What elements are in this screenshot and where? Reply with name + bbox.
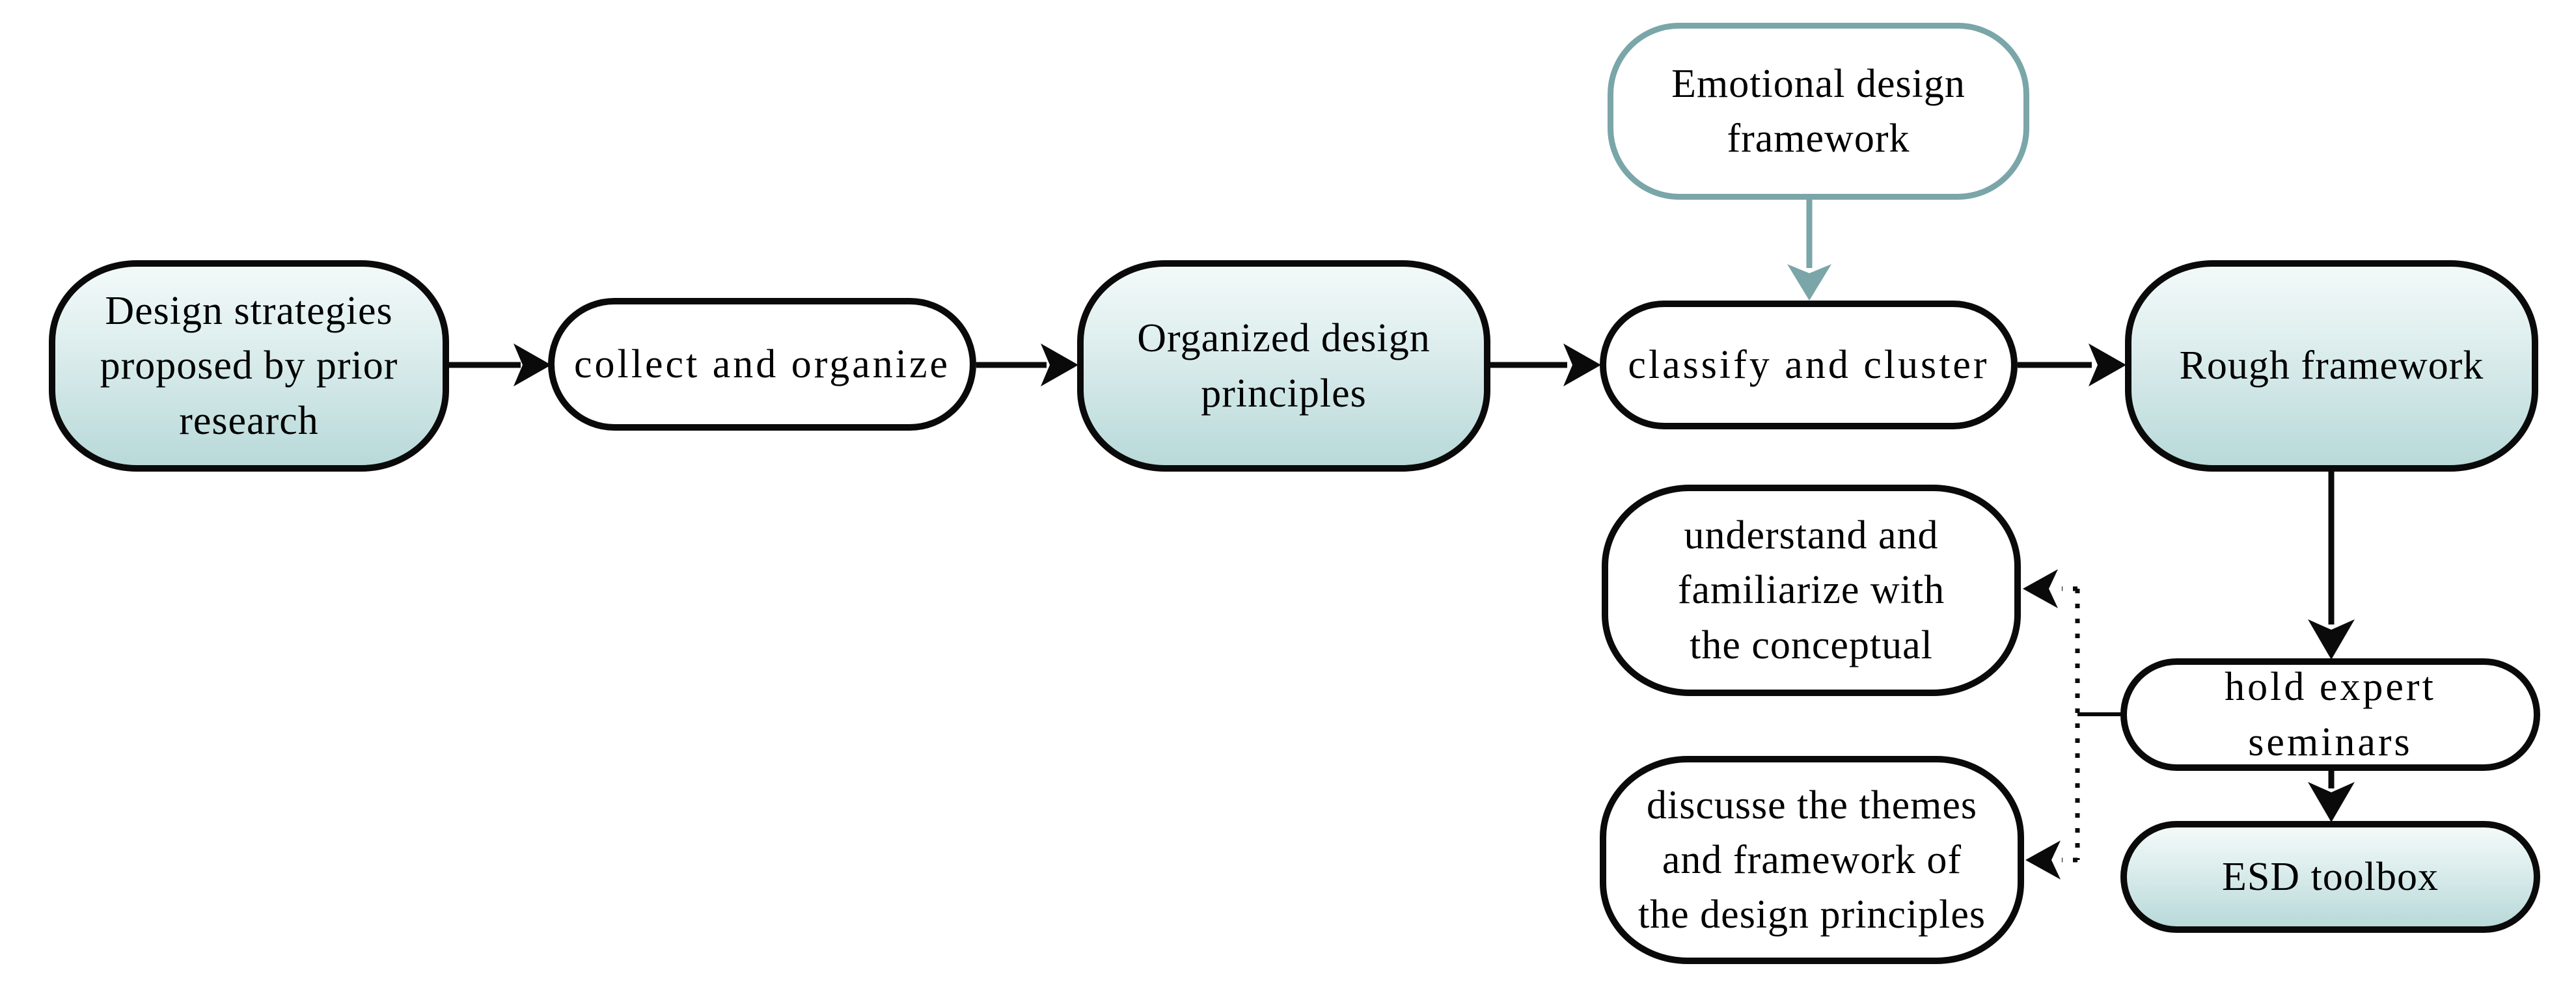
node-organized-principles: Organized design principles [1077, 260, 1490, 472]
node-hold-expert-seminars-label: hold expert seminars [2225, 665, 2436, 764]
node-discuss-themes: discusse the themes and framework of the… [1600, 756, 2024, 964]
node-collect-and-organize-label: collect and organize [573, 342, 951, 386]
node-esd-toolbox-label: ESD toolbox [2221, 854, 2439, 899]
dotted-arrow-to-discuss [2025, 840, 2077, 880]
node-organized-principles-label: Organized design principles [1137, 316, 1431, 416]
teal-arrow-emotional-to-classify [1787, 200, 1831, 301]
node-understand-conceptual: understand and familiarize with the conc… [1602, 485, 2021, 696]
arrow-collect-to-organized [976, 343, 1078, 386]
node-collect-and-organize: collect and organize [548, 298, 976, 431]
node-understand-conceptual-label: understand and familiarize with the conc… [1677, 513, 1945, 667]
node-design-strategies: Design strategies proposed by prior rese… [49, 260, 449, 472]
arrow-design-to-collect [449, 343, 551, 386]
node-rough-framework-label: Rough framework [2179, 343, 2484, 388]
node-discuss-themes-label: discusse the themes and framework of the… [1637, 783, 1986, 937]
dotted-connector-trunk [2075, 589, 2123, 860]
arrow-organized-to-classify [1490, 343, 1601, 386]
node-hold-expert-seminars: hold expert seminars [2120, 658, 2540, 771]
node-emotional-design-framework-label: Emotional design framework [1671, 61, 1966, 161]
node-emotional-design-framework: Emotional design framework [1608, 23, 2029, 200]
dotted-arrow-to-understand [2023, 569, 2077, 608]
arrow-seminars-to-esd [2308, 771, 2355, 822]
arrow-classify-to-rough [2018, 343, 2126, 386]
node-esd-toolbox: ESD toolbox [2120, 821, 2540, 933]
node-rough-framework: Rough framework [2125, 260, 2538, 472]
node-design-strategies-label: Design strategies proposed by prior rese… [100, 289, 398, 443]
arrow-rough-to-seminars [2308, 471, 2355, 660]
node-classify-and-cluster-label: classify and cluster [1628, 342, 1990, 387]
node-classify-and-cluster: classify and cluster [1600, 301, 2018, 429]
